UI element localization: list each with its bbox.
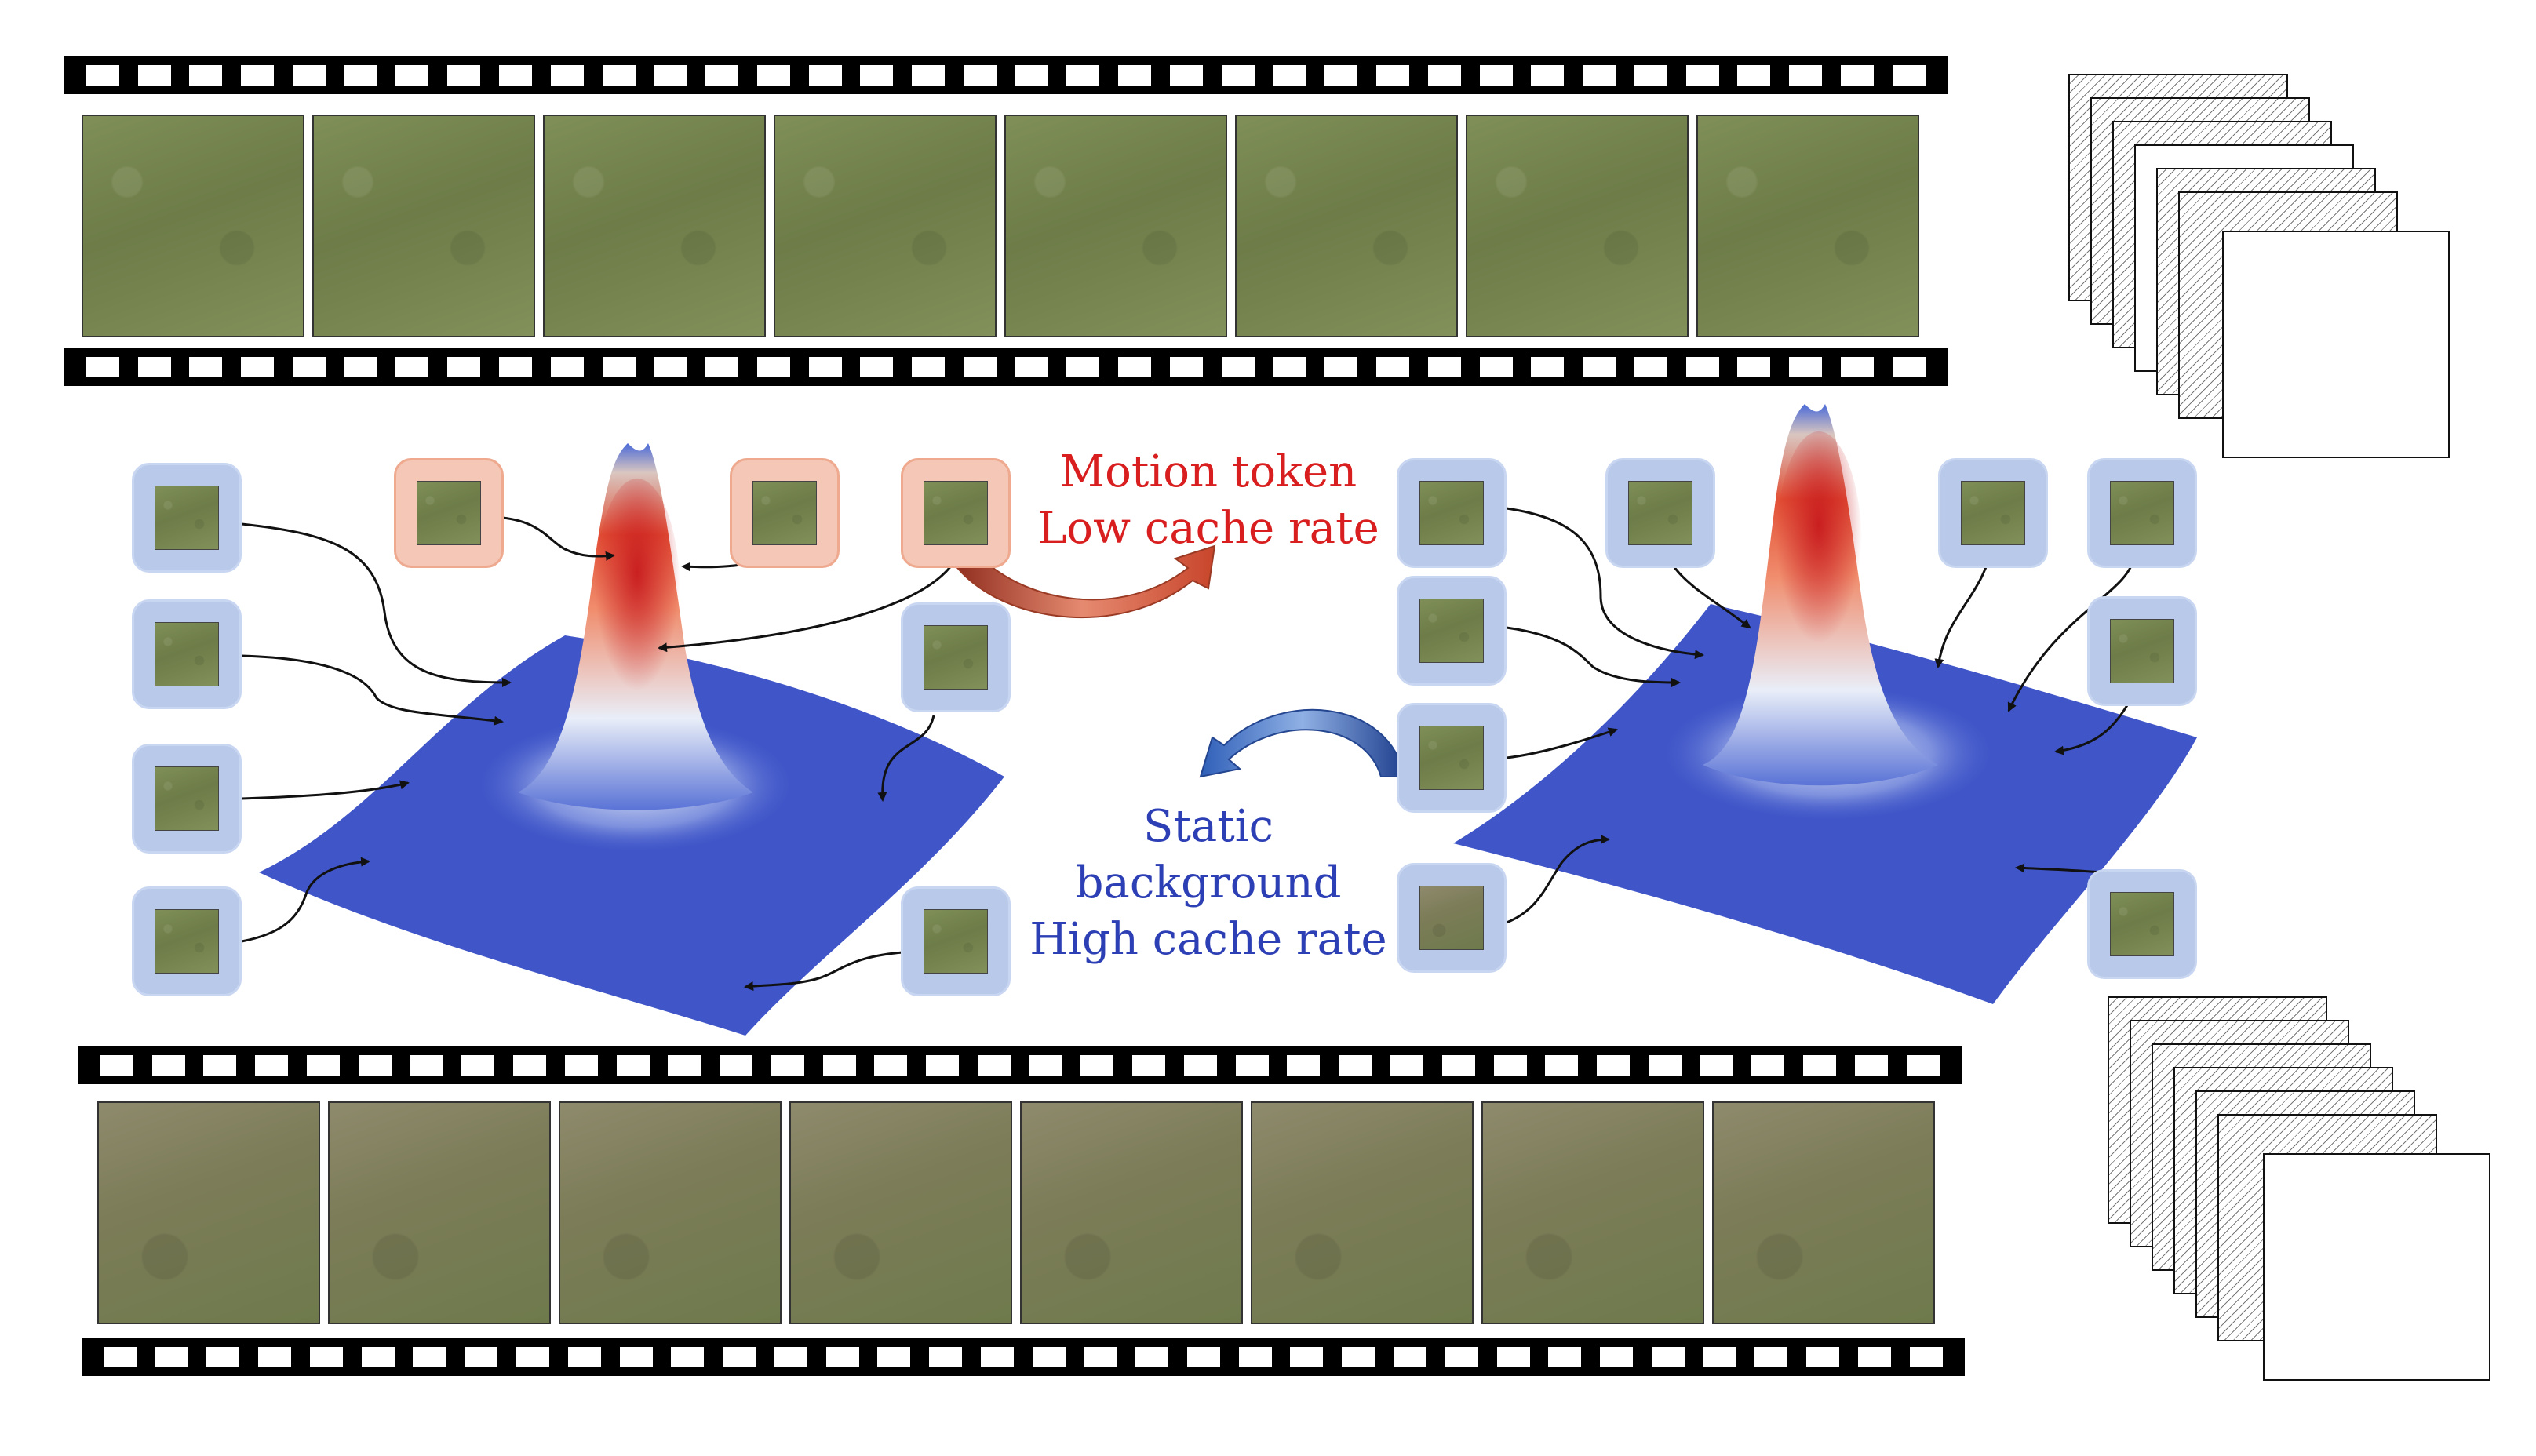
motion-curved-arrow [948,544,1216,619]
static-token-patch [1938,458,2048,568]
bottom-film-strip-border-top [78,1046,1962,1084]
static-token-patch [2087,596,2197,706]
top-video-frame-3 [543,115,766,337]
top-film-strip-border-top [64,56,1948,94]
bottom-film-strip-border-bottom [82,1338,1965,1376]
static-curved-arrow [1199,708,1406,778]
static-token-patch [2087,458,2197,568]
bottom-video-frame-1 [97,1101,320,1324]
static-label-line2: background [1075,857,1342,908]
top-video-frame-8 [1696,115,1919,337]
static-token-patch [1397,458,1507,568]
static-token-patch [1397,703,1507,813]
film-holes [64,65,1948,86]
static-background-label: Static background High cache rate [1020,799,1397,968]
bottom-video-frame-2 [328,1101,551,1324]
static-token-patch [901,602,1011,712]
static-token-patch [2087,869,2197,979]
bottom-video-frame-3 [559,1101,782,1324]
top-video-frame-7 [1466,115,1689,337]
static-token-patch [132,886,242,996]
static-token-patch [1397,576,1507,686]
motion-token-patch [901,458,1011,568]
bottom-video-frame-6 [1251,1101,1474,1324]
bottom-video-frame-4 [789,1101,1012,1324]
top-video-frame-2 [312,115,535,337]
left-connector-arrows [241,516,956,991]
bottom-video-frame-5 [1020,1101,1243,1324]
motion-token-label: Motion token Low cache rate [1020,444,1397,557]
top-video-frame-1 [82,115,304,337]
static-token-patch [901,886,1011,996]
static-token-patch [132,599,242,709]
top-video-frame-4 [774,115,997,337]
motion-label-line2: Low cache rate [1037,503,1379,554]
motion-label-line1: Motion token [1059,446,1357,497]
film-holes [64,357,1948,377]
bottom-video-frame-7 [1481,1101,1704,1324]
top-video-frame-6 [1235,115,1458,337]
film-holes [82,1347,1965,1367]
static-label-line1: Static [1142,801,1274,852]
static-label-line3: High cache rate [1029,914,1387,965]
top-video-frame-5 [1004,115,1227,337]
top-film-strip-border-bottom [64,348,1948,386]
right-surface-plot [1453,404,2197,1004]
static-token-patch [132,744,242,854]
bottom-video-frame-8 [1712,1101,1935,1324]
motion-token-patch [394,458,504,568]
static-token-patch [1397,863,1507,973]
static-token-patch [1605,458,1715,568]
static-token-patch [132,463,242,573]
film-holes [78,1055,1962,1076]
motion-token-patch [730,458,840,568]
left-surface-plot [259,443,1004,1036]
